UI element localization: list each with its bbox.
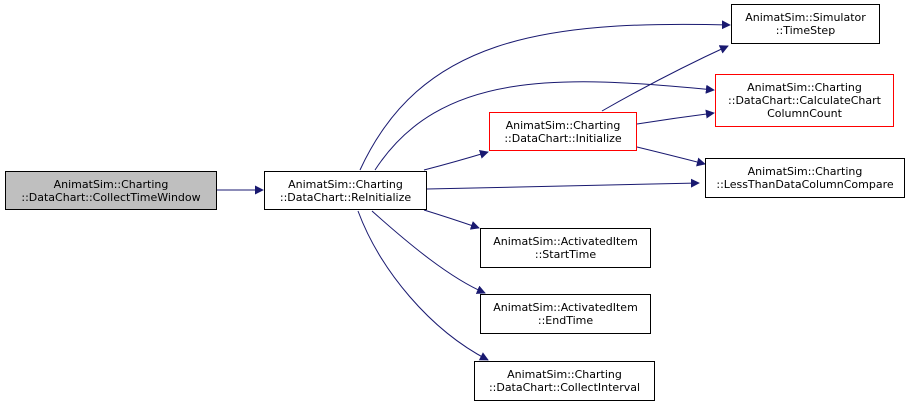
node-label-line: AnimatSim::Charting <box>747 81 862 94</box>
edge-reinitialize-to-timestep <box>359 20 731 171</box>
node-label-line: AnimatSim::Charting <box>747 165 863 178</box>
node-label-line: AnimatSim::Charting <box>288 177 403 191</box>
edge-reinitialize-to-collectinterval <box>357 210 489 361</box>
node-label-line: AnimatSim::Charting <box>505 118 621 132</box>
edge-reinitialize-to-calculatechartcolumncount <box>374 81 715 171</box>
node-time-step[interactable]: AnimatSim::Simulator ::TimeStep <box>731 4 880 44</box>
node-label-line: ::DataChart::CollectInterval <box>488 381 641 394</box>
node-label-line: AnimatSim::Charting <box>507 368 622 381</box>
node-label-line: AnimatSim::ActivatedItem <box>493 235 638 248</box>
node-label-line: ::LessThanDataColumnCompare <box>716 178 894 191</box>
edge-initialize-to-timestep <box>601 45 729 112</box>
node-label-line: ::DataChart::ReInitialize <box>279 190 412 204</box>
edge-reinitialize-to-endtime <box>371 210 486 294</box>
node-start-time[interactable]: AnimatSim::ActivatedItem ::StartTime <box>480 228 651 268</box>
node-label-line: AnimatSim::Simulator <box>745 11 866 24</box>
node-less-than-data-column-compare[interactable]: AnimatSim::Charting ::LessThanDataColumn… <box>705 158 905 198</box>
edge-initialize-to-lessthandatacolumncompare <box>636 146 706 167</box>
node-label-line: ::StartTime <box>534 248 597 261</box>
node-collect-time-window: AnimatSim::Charting ::DataChart::Collect… <box>5 171 217 210</box>
node-collect-interval[interactable]: AnimatSim::Charting ::DataChart::Collect… <box>474 361 655 401</box>
node-label-line: ColumnCount <box>767 107 842 120</box>
node-calculate-chart-column-count[interactable]: AnimatSim::Charting ::DataChart::Calcula… <box>715 74 894 127</box>
edge-reinitialize-to-starttime <box>423 209 480 230</box>
node-reinitialize[interactable]: AnimatSim::Charting ::DataChart::ReIniti… <box>264 171 427 210</box>
node-initialize[interactable]: AnimatSim::Charting ::DataChart::Initial… <box>489 112 637 151</box>
edge-reinitialize-to-lessthandatacolumncompare <box>426 178 700 190</box>
node-label-line: ::EndTime <box>537 314 594 327</box>
node-label-line: ::DataChart::CalculateChart <box>728 94 881 107</box>
node-end-time[interactable]: AnimatSim::ActivatedItem ::EndTime <box>480 294 651 334</box>
node-label-line: AnimatSim::Charting <box>53 177 169 191</box>
node-label-line: ::DataChart::Initialize <box>504 131 622 145</box>
node-label-line: ::TimeStep <box>775 24 836 37</box>
edge-initialize-to-calculatechartcolumncount <box>636 109 715 125</box>
node-label-line: AnimatSim::ActivatedItem <box>493 301 638 314</box>
node-label-line: ::DataChart::CollectTimeWindow <box>21 190 201 204</box>
edge-reinitialize-to-initialize <box>423 150 489 171</box>
